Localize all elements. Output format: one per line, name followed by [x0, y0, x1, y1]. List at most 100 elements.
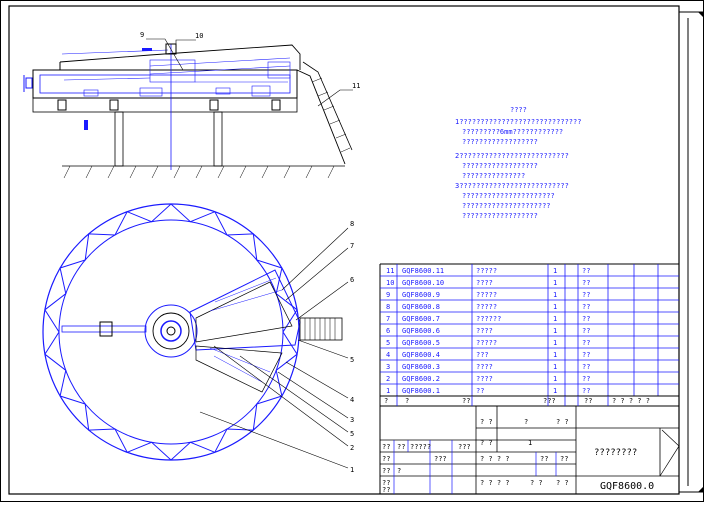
leader-10 — [175, 39, 196, 48]
leader-9 — [146, 38, 184, 71]
tank-body — [32, 69, 298, 99]
parts-cell-no: 10 — [386, 279, 394, 287]
parts-cell-qty: 1 — [553, 267, 557, 275]
center-drum — [152, 312, 190, 350]
parts-cell-no: 8 — [386, 303, 390, 311]
tb-r1-a: ?? — [382, 443, 390, 451]
plan-view: 8 7 6 5 4 3 5 2 1 — [42, 203, 354, 474]
note-3-line-1: 3?????????????????????????? — [455, 182, 569, 190]
parts-cell-no: 3 — [386, 363, 390, 371]
height-dim-box — [25, 77, 33, 89]
parts-cell-note: ?? — [582, 327, 590, 335]
base-block-3 — [209, 99, 219, 111]
note-2-line-3: ??????????????? — [462, 172, 525, 180]
tb-hdr-6: ? ? ? ? ? — [612, 397, 650, 405]
outlet-channel — [299, 317, 343, 341]
parts-cell-qty: 1 — [553, 315, 557, 323]
tb-r4-d: ? ? — [530, 479, 543, 487]
note-2-line-1: 2?????????????????????????? — [455, 152, 569, 160]
rake-blade — [99, 321, 113, 337]
tank-inner — [39, 74, 291, 94]
stair-treads — [311, 77, 351, 153]
parts-cell-qty: 1 — [553, 375, 557, 383]
parts-cell-name: ???? — [476, 279, 493, 287]
tb-hdr-5: ?? — [584, 397, 592, 405]
callout-5-upper: 5 — [350, 356, 354, 364]
top-dimension — [61, 49, 169, 55]
tb-hdr-3: ?? — [462, 397, 470, 405]
tb-r2-a: ?? — [382, 455, 390, 463]
callout-3: 3 — [350, 416, 354, 424]
tb-r1-c: ????? — [410, 443, 431, 451]
note-3-line-4: ?????????????????? — [462, 212, 538, 220]
parts-cell-no: 1 — [386, 387, 390, 395]
callout-5-lower: 5 — [350, 430, 354, 438]
bridge-braces — [209, 277, 283, 383]
center-axle — [166, 326, 176, 336]
callout-4: 4 — [350, 396, 354, 404]
parts-cell-note: ?? — [582, 363, 590, 371]
plan-leaders — [199, 227, 349, 469]
parts-cell-name: ?????? — [476, 315, 501, 323]
tb-r2-e: ?? — [560, 455, 568, 463]
base-block-4 — [271, 99, 281, 111]
parts-cell-note: ?? — [582, 291, 590, 299]
callout-11: 11 — [352, 82, 360, 90]
parts-cell-qty: 1 — [553, 339, 557, 347]
pier-marker — [84, 120, 88, 130]
notes-heading: ???? — [510, 106, 527, 114]
tb-drawing-number: GQF8600.0 — [600, 481, 654, 492]
tb-drawing-name: ???????? — [594, 448, 637, 458]
parts-cell-name: ???? — [476, 363, 493, 371]
base-block-2 — [109, 99, 119, 111]
parts-cell-code: GQF8600.1 — [402, 387, 440, 395]
parts-cell-code: GQF8600.10 — [402, 279, 444, 287]
parts-cell-code: GQF8600.3 — [402, 363, 440, 371]
parts-cell-note: ?? — [582, 387, 590, 395]
parts-cell-note: ?? — [582, 339, 590, 347]
tb-hdr-2: ? — [405, 397, 409, 405]
parts-cell-code: GQF8600.7 — [402, 315, 440, 323]
stair-stringer — [296, 69, 346, 165]
tank-base — [32, 97, 298, 113]
tb-r4-e: ? ? — [556, 479, 569, 487]
parts-cell-note: ?? — [582, 315, 590, 323]
stair-handrail — [302, 61, 353, 151]
parts-cell-code: GQF8600.4 — [402, 351, 440, 359]
parts-cell-code: GQF8600.5 — [402, 339, 440, 347]
corner-mark-bottom — [698, 486, 704, 492]
tb-hdr-4: ??? — [543, 397, 556, 405]
callout-6: 6 — [350, 276, 354, 284]
peripheral-truss — [44, 203, 298, 461]
callout-10: 10 — [195, 32, 203, 40]
parts-cell-qty: 1 — [553, 351, 557, 359]
parts-cell-note: ?? — [582, 351, 590, 359]
ground-hatch — [63, 165, 335, 179]
parts-cell-no: 11 — [386, 267, 394, 275]
parts-cell-no: 9 — [386, 291, 390, 299]
tb-header-dividers — [396, 396, 609, 406]
parts-cell-qty: 1 — [553, 363, 557, 371]
parts-cell-name: ????? — [476, 339, 497, 347]
parts-cell-code: GQF8600.2 — [402, 375, 440, 383]
parts-cell-note: ?? — [582, 375, 590, 383]
tb-r3-b: ? — [397, 467, 401, 475]
center-shaft — [160, 320, 182, 342]
note-1-line-1: 1????????????????????????????? — [455, 118, 581, 126]
tb-r2-c: ? ? ? ? — [480, 455, 510, 463]
support-pier-1 — [114, 111, 124, 167]
parts-cell-code: GQF8600.6 — [402, 327, 440, 335]
tb-r4-c: ? ? ? ? — [480, 479, 510, 487]
tb-r4-b: ?? — [382, 486, 390, 494]
parts-cell-name: ??? — [476, 351, 489, 359]
note-1-line-3: ?????????????????? — [462, 138, 538, 146]
elevation-view: 9 10 11 — [23, 31, 360, 179]
technical-notes: ???? 1????????????????????????????? ????… — [455, 106, 581, 220]
parts-cell-qty: 1 — [553, 327, 557, 335]
tb-r1-b: ?? — [397, 443, 405, 451]
parts-cell-name: ????? — [476, 267, 497, 275]
parts-cell-no: 6 — [386, 327, 390, 335]
outlet-grating — [304, 318, 336, 340]
title-block: ? ? ?? ??? ?? ? ? ? ? ? ? ? ? — [380, 395, 680, 494]
